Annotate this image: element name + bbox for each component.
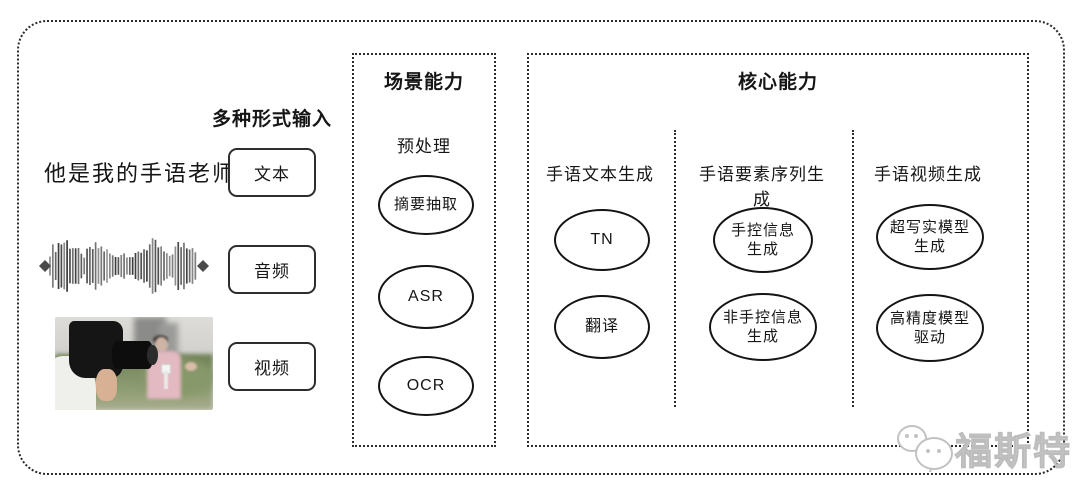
audio-waveform (38, 231, 210, 301)
thumb-reporter-hand (184, 361, 197, 371)
node-ocr-label: OCR (406, 376, 446, 394)
sample-sentence-text: 他是我的手语老师 (44, 161, 237, 186)
outer-dotted-border (17, 20, 1065, 475)
node-translation: 翻译 (554, 295, 650, 359)
node-non-manual-info-label: 非手控信息 生成 (722, 308, 803, 346)
col-header-element-sequence: 手语要素序列生成 (699, 165, 825, 209)
node-translation-label: 翻译 (584, 317, 619, 335)
input-section-heading: 多种形式输入 (211, 109, 332, 130)
bubble-big (915, 437, 953, 470)
input-type-audio-box: 音频 (228, 245, 316, 294)
watermark: 福斯特 (893, 421, 1072, 475)
node-high-precision-model: 高精度模型 驱动 (876, 294, 984, 362)
input-type-audio-label: 音频 (254, 262, 290, 281)
node-tn-label: TN (590, 230, 614, 248)
core-box-title: 核心能力 (737, 72, 818, 93)
col-header-text-generation: 手语文本生成 (546, 165, 654, 184)
input-type-video-label: 视频 (254, 359, 290, 378)
scene-box-title: 场景能力 (383, 72, 464, 93)
node-hyperrealistic-model-label: 超写实模型 生成 (889, 218, 970, 256)
thumb-microphone-handle (164, 370, 169, 389)
column-separator (852, 130, 854, 407)
preprocess-label: 预处理 (397, 137, 451, 156)
node-manual-info: 手控信息 生成 (713, 207, 813, 273)
node-asr-label: ASR (408, 287, 444, 305)
core-capability-box: 核心能力 手语文本生成 TN 翻译 手语要素序列生成 手控信息 生成 非手控信息… (527, 53, 1029, 447)
video-thumbnail-image (55, 317, 213, 410)
node-summary-extraction: 摘要抽取 (378, 175, 474, 235)
node-asr: ASR (378, 265, 474, 329)
thumb-cameraman-arm (96, 369, 117, 401)
watermark-text: 福斯特 (955, 431, 1072, 473)
node-non-manual-info: 非手控信息 生成 (709, 293, 817, 361)
thumb-camera-lens (111, 341, 153, 370)
node-summary-extraction-label: 摘要抽取 (393, 196, 458, 214)
thumb-camera-lens-ring (146, 344, 158, 366)
node-hyperrealistic-model: 超写实模型 生成 (876, 204, 984, 270)
node-manual-info-label: 手控信息 生成 (730, 221, 795, 259)
column-separator (674, 130, 676, 407)
thumb-reporter-head (154, 337, 168, 353)
node-tn: TN (554, 209, 650, 271)
scene-capability-box: 场景能力 预处理 摘要抽取 ASR OCR (352, 53, 496, 447)
bubble-small (897, 425, 927, 452)
input-type-text-label: 文本 (254, 165, 290, 184)
node-high-precision-model-label: 高精度模型 驱动 (889, 309, 970, 347)
col-header-video-generation: 手语视频生成 (874, 165, 982, 184)
node-ocr: OCR (378, 356, 474, 416)
chat-bubbles-logo-icon (893, 422, 955, 474)
input-type-video-box: 视频 (228, 342, 316, 391)
input-type-text-box: 文本 (228, 148, 316, 197)
